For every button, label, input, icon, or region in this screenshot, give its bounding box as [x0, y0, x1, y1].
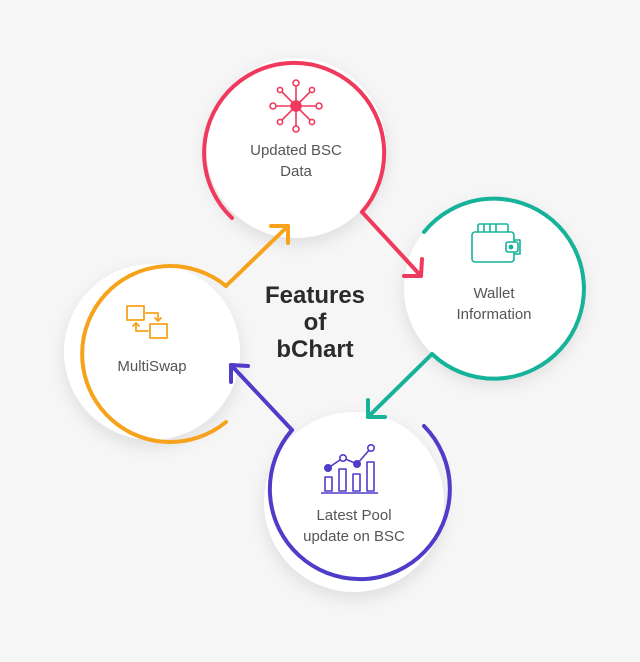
right-arc [422, 196, 586, 381]
left-arc [80, 264, 228, 444]
left-circle-bg [64, 264, 240, 440]
wallet-icon [471, 223, 521, 263]
center-title-line-2: of [303, 309, 327, 336]
right-circle-bg [404, 198, 584, 378]
bottom-circle-bg [264, 412, 444, 592]
swap-icon [126, 305, 168, 339]
bar-chart-icon [321, 443, 378, 494]
arrow-bottom-to-left [229, 363, 294, 432]
feature-label-multiswap: MultiSwap [117, 358, 187, 375]
bottom-arc [267, 424, 452, 582]
feature-label-wallet-information: Wallet Information [456, 285, 532, 323]
top-circle-bg [206, 58, 386, 238]
feature-label-updated-bsc-data: Updated BSC Data [250, 142, 342, 180]
center-title-line-3: bChart [276, 336, 354, 363]
arrow-right-to-bottom [366, 352, 434, 419]
center-title: Features of bChart [240, 282, 390, 363]
arrow-top-to-right [360, 210, 424, 278]
top-arc [202, 60, 387, 220]
feature-label-latest-pool-update: Latest Pool update on BSC [303, 507, 405, 545]
arrow-left-to-top [224, 224, 290, 288]
network-icon [269, 79, 323, 133]
center-title-line-1: Features [264, 282, 366, 309]
